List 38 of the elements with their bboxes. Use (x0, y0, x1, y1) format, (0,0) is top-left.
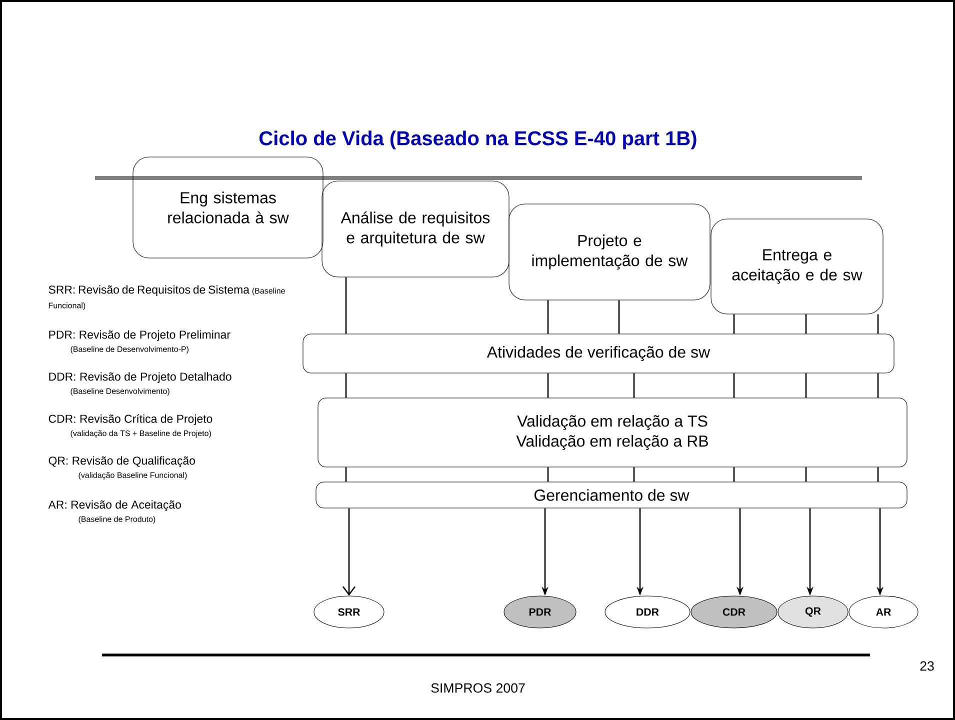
connector-line (733, 467, 735, 482)
page-number: 23 (920, 661, 934, 671)
connector-line (345, 373, 347, 398)
glossary-entry: AR: Revisão de Aceitação (Baseline de Produto) (48, 500, 181, 524)
connector-line (345, 277, 347, 334)
connector-line (877, 314, 879, 334)
footer-text: SIMPROS 2007 (431, 683, 525, 693)
connector-line (633, 373, 635, 398)
glossary-entry: PDR: Revisão de Projeto Preliminar (Baseline de Desenvolvimento-P) (49, 330, 230, 354)
phase-box: Entrega e aceitação e de sw (710, 218, 884, 314)
connector-line (877, 467, 879, 482)
connector-line (547, 373, 549, 398)
connector-line (805, 373, 807, 398)
arrow (342, 508, 356, 596)
connector-line (345, 467, 347, 482)
connector-line (877, 373, 879, 398)
connector-line (805, 314, 807, 334)
activity-band: Gerenciamento de sw (316, 482, 908, 508)
label: Funcional) (48, 302, 86, 310)
connector-line (547, 467, 549, 482)
connector-line (733, 314, 735, 334)
label: SRR: Revisão de Requisitos de Sistema (48, 285, 250, 296)
activity-band: Atividades de verificação de sw (302, 334, 894, 374)
label: (Baseline (252, 288, 285, 296)
phase-box: Projeto e implementação de sw (508, 204, 710, 300)
connector-line (805, 467, 807, 482)
phase-box: Eng sistemas relacionada à sw (132, 156, 324, 258)
connector-line (733, 373, 735, 398)
glossary-entry: CDR: Revisão Crítica de Projeto (validação da TS + Baseline de Projeto) (48, 414, 212, 438)
slide-title: Ciclo de Vida (Baseado na ECSS E-40 part 1B) (260, 130, 696, 150)
connector-line (618, 300, 620, 334)
connector-line (633, 467, 635, 482)
phase-box: Análise de requisitos e arquitetura de sw (322, 180, 510, 278)
connector-line (547, 300, 549, 334)
glossary-entry: SRR: Revisão de Requisitos de Sistema (Baseline Funcional) (48, 285, 285, 310)
activity-band: Validação em relação a TS Validação em relação a RB (318, 398, 908, 468)
glossary-entry: QR: Revisão de Qualificação (validação Baseline Funcional) (48, 456, 195, 480)
glossary-entry: DDR: Revisão de Projeto Detalhado (Baseline Desenvolvimento) (49, 372, 232, 396)
